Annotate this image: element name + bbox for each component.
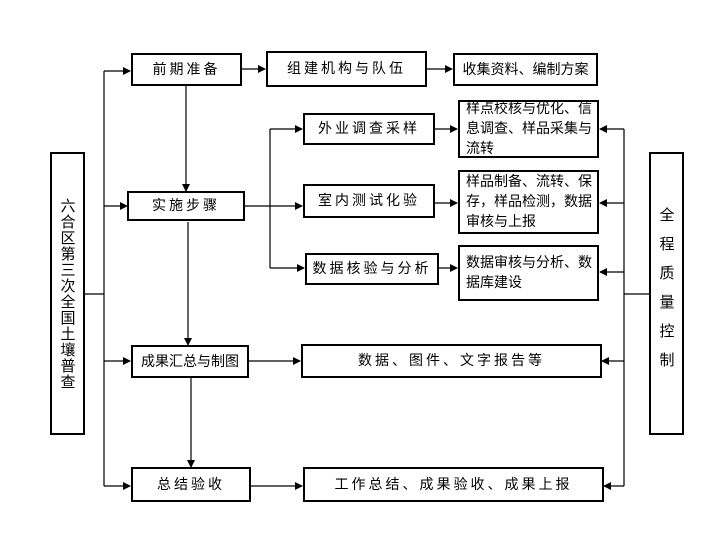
prep-org-label: 组建机构与队伍 <box>287 61 406 77</box>
phase-prep-label: 前期准备 <box>152 61 221 78</box>
impl-field-label: 外业调查采样 <box>318 121 420 137</box>
detail-lab-text: 样品制备、流转、保存，样品检测，数据审核与上报 <box>466 174 592 230</box>
detail-analysis-box: 数据审核与分析、数据库建设 <box>458 245 599 301</box>
phase-summary-label: 成果汇总与制图 <box>141 353 239 370</box>
prep-collect-label: 收集资料、编制方案 <box>462 61 589 78</box>
output-summary-text: 数据、图件、文字报告等 <box>358 353 545 369</box>
phase-implement-label: 实施步骤 <box>152 198 220 214</box>
right-title: 全程质量控制 <box>657 206 676 381</box>
prep-collect-box: 收集资料、编制方案 <box>453 53 598 86</box>
output-accept-box: 工作总结、成果验收、成果上报 <box>303 467 604 502</box>
phase-implement-box: 实施步骤 <box>127 191 245 221</box>
detail-field-box: 样点校核与优化、信息调查、样品采集与流转 <box>458 100 599 158</box>
left-title-box: 六合区第三次全国土壤普查 <box>50 152 85 435</box>
output-accept-text: 工作总结、成果验收、成果上报 <box>334 476 573 493</box>
impl-lab-label: 室内测试化验 <box>318 193 420 209</box>
impl-analysis-label: 数据核验与分析 <box>312 261 432 277</box>
impl-field-box: 外业调查采样 <box>303 113 435 145</box>
phase-accept-label: 总结验收 <box>157 476 225 493</box>
detail-analysis-text: 数据审核与分析、数据库建设 <box>466 255 592 291</box>
output-summary-box: 数据、图件、文字报告等 <box>301 344 602 378</box>
impl-lab-box: 室内测试化验 <box>303 184 435 218</box>
phase-summary-box: 成果汇总与制图 <box>131 345 249 378</box>
phase-accept-box: 总结验收 <box>131 467 251 502</box>
impl-analysis-box: 数据核验与分析 <box>305 253 439 285</box>
left-title: 六合区第三次全国土壤普查 <box>58 197 77 390</box>
prep-org-box: 组建机构与队伍 <box>266 51 427 87</box>
phase-prep-box: 前期准备 <box>131 53 242 86</box>
detail-lab-box: 样品制备、流转、保存，样品检测，数据审核与上报 <box>458 170 599 234</box>
detail-field-text: 样点校核与优化、信息调查、样品采集与流转 <box>466 101 592 157</box>
right-title-box: 全程质量控制 <box>649 152 684 435</box>
